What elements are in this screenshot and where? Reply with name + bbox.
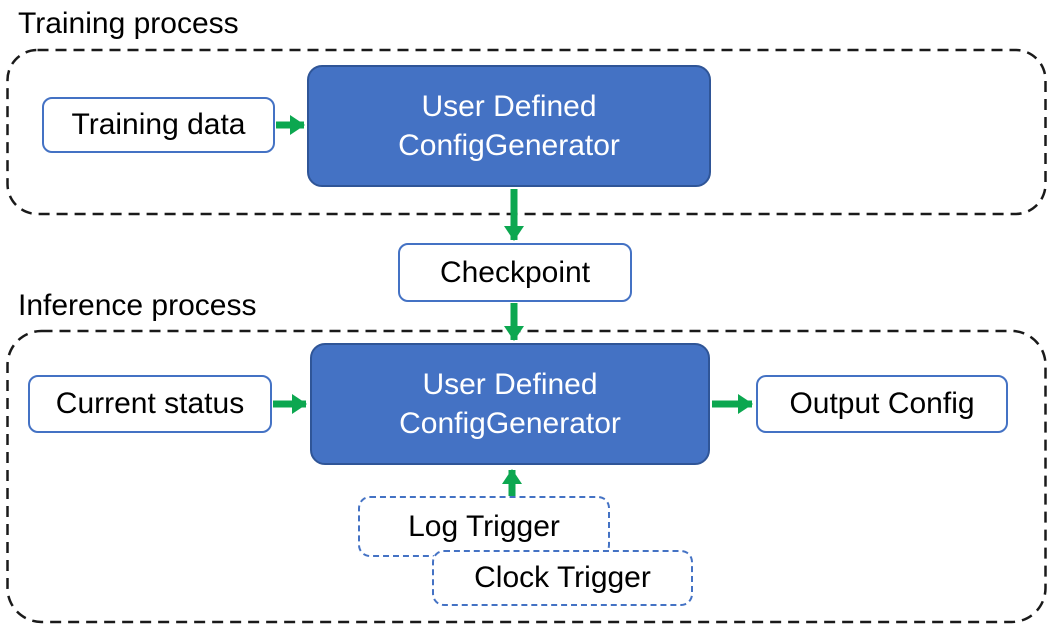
training-process-title: Training process bbox=[18, 7, 239, 40]
config-generator-training-node: User Defined ConfigGenerator bbox=[307, 65, 711, 187]
clock-trigger-node: Clock Trigger bbox=[432, 550, 693, 606]
config-generator-training-line1: User Defined bbox=[421, 90, 597, 123]
current-status-node: Current status bbox=[28, 375, 272, 433]
checkpoint-node: Checkpoint bbox=[398, 243, 632, 302]
config-generator-inference-line1: User Defined bbox=[422, 368, 598, 401]
config-generator-inference-line2: ConfigGenerator bbox=[399, 407, 621, 440]
log-trigger-node: Log Trigger bbox=[358, 496, 610, 557]
training-data-node: Training data bbox=[42, 97, 275, 153]
config-generator-training-line2: ConfigGenerator bbox=[398, 129, 620, 162]
inference-process-title: Inference process bbox=[18, 289, 257, 322]
training-process-container bbox=[6, 48, 1047, 216]
inference-process-container bbox=[6, 329, 1047, 624]
output-config-node: Output Config bbox=[756, 375, 1008, 433]
config-generator-inference-node: User Defined ConfigGenerator bbox=[310, 343, 710, 465]
